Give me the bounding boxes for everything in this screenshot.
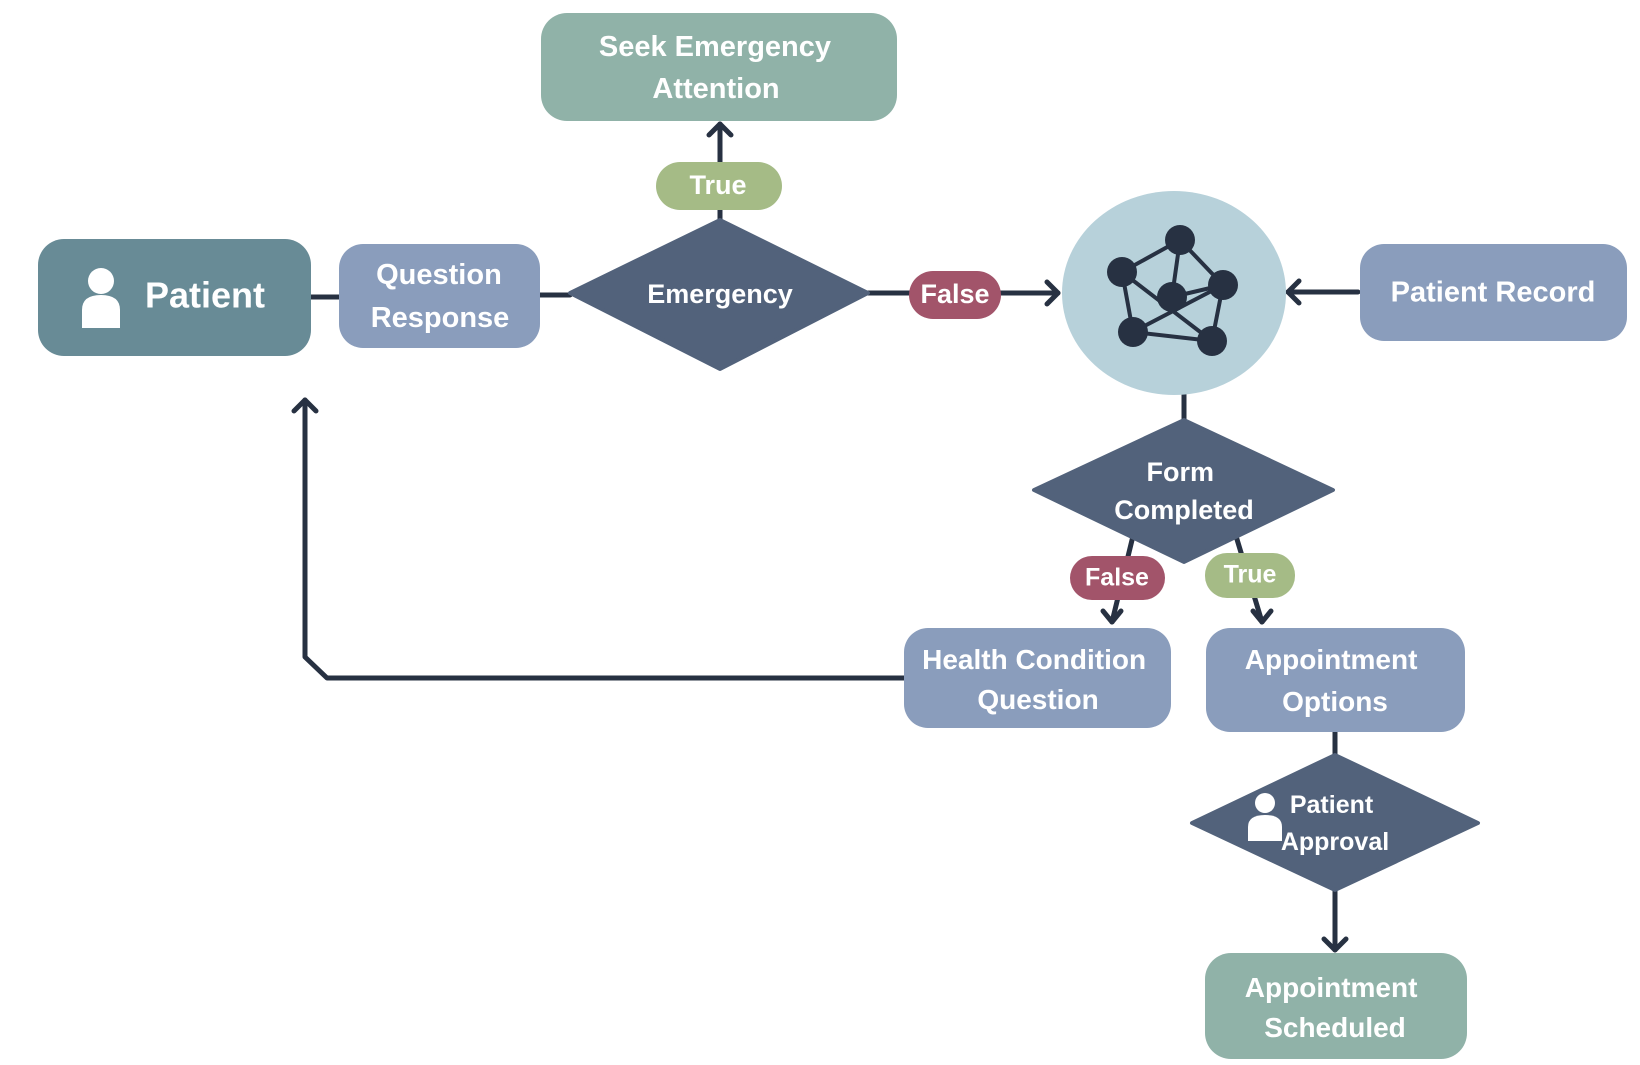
question-response-label: Question Response — [371, 259, 510, 334]
seek-emergency-line2: Attention — [652, 73, 779, 105]
appointment-scheduled-line2: Scheduled — [1264, 1012, 1406, 1043]
patient-approval-label: Patient Approval — [1281, 791, 1389, 856]
ai-hub-node — [1062, 191, 1286, 395]
patient-record-label: Patient Record — [1391, 277, 1596, 309]
appointment-options-line2: Options — [1282, 686, 1388, 717]
arrowhead-down-options — [1250, 608, 1274, 625]
health-question-label: Health Condition Question — [922, 644, 1154, 715]
appointment-scheduled-node: Appointment Scheduled — [1205, 953, 1467, 1059]
health-question-line1: Health Condition — [922, 644, 1146, 675]
arrowhead-right-hub — [1044, 279, 1061, 307]
person-icon — [1248, 793, 1282, 841]
question-response-line2: Response — [371, 302, 510, 334]
appointment-options-label: Appointment Options — [1245, 644, 1425, 717]
health-question-line2: Question — [977, 684, 1098, 715]
true-pill-form: True — [1205, 553, 1295, 598]
form-completed-line2: Completed — [1114, 495, 1254, 525]
appointment-options-node: Appointment Options — [1206, 628, 1465, 732]
form-completed-label: Form Completed — [1114, 457, 1254, 525]
seek-emergency-line1: Seek Emergency — [599, 31, 831, 63]
question-response-line1: Question — [376, 259, 502, 291]
health-question-node: Health Condition Question — [904, 628, 1171, 728]
connector-health-loop — [302, 397, 907, 681]
false-pill-emergency: False — [909, 271, 1001, 319]
true-pill-emergency: True — [656, 162, 782, 210]
patient-approval-line2: Approval — [1281, 828, 1389, 856]
seek-emergency-node: Seek Emergency Attention — [541, 13, 897, 121]
arrowhead-down-scheduled — [1321, 936, 1349, 953]
emergency-decision: Emergency — [568, 218, 870, 371]
emergency-label: Emergency — [647, 279, 793, 309]
arrowhead-down-health — [1100, 608, 1124, 625]
patient-approval-line1: Patient — [1290, 791, 1374, 819]
true-pill-emergency-label: True — [689, 170, 746, 200]
true-pill-form-label: True — [1224, 561, 1277, 589]
patient-label: Patient — [145, 275, 265, 316]
appointment-scheduled-line1: Appointment — [1245, 972, 1418, 1003]
patient-approval-decision: Patient Approval — [1190, 753, 1480, 892]
form-completed-decision: Form Completed — [1032, 418, 1335, 564]
form-completed-line1: Form — [1146, 457, 1214, 487]
appointment-scheduled-label: Appointment Scheduled — [1245, 972, 1425, 1043]
patient-record-node: Patient Record — [1360, 244, 1627, 341]
patient-node: Patient — [38, 239, 311, 356]
person-icon — [82, 268, 120, 328]
seek-emergency-label: Seek Emergency Attention — [599, 31, 839, 105]
false-pill-form: False — [1070, 556, 1165, 600]
arrowhead-up-patient — [291, 397, 319, 414]
arrowhead-up-seek — [706, 121, 734, 138]
arrowhead-left-hub — [1285, 278, 1302, 306]
question-response-node: Question Response — [339, 244, 540, 348]
network-graph-icon — [1107, 225, 1238, 356]
false-pill-emergency-label: False — [920, 279, 989, 309]
false-pill-form-label: False — [1085, 564, 1149, 592]
appointment-options-line1: Appointment — [1245, 644, 1418, 675]
